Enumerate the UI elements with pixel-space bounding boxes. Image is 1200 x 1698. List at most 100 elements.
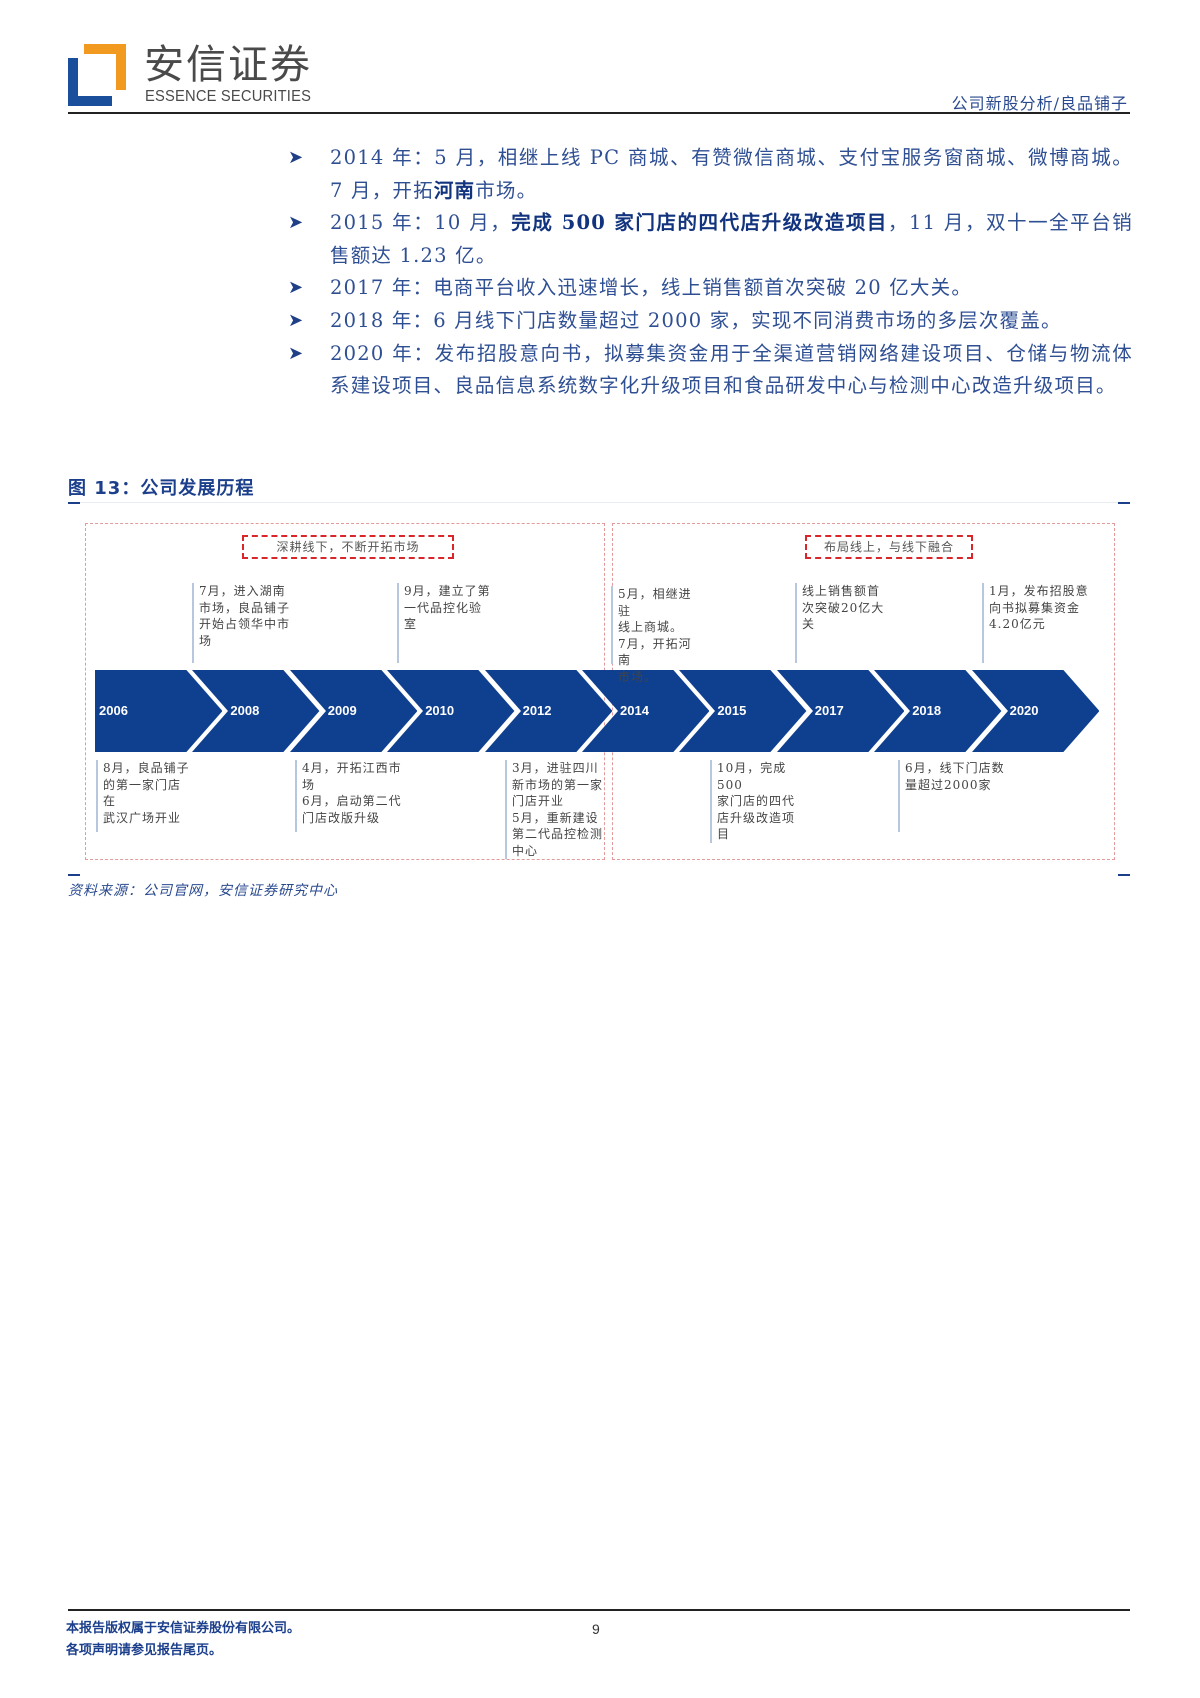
year-label: 2010 — [425, 703, 455, 718]
note-line: 门店开业 — [512, 794, 565, 808]
chevron-arrow-icon — [679, 670, 807, 752]
note-line: 市场。 — [618, 669, 658, 684]
note-line: 5月，相继进驻 — [618, 587, 692, 618]
page-number: 9 — [592, 1621, 600, 1637]
note-line: 6月，线下门店数 — [905, 761, 1005, 775]
footer-notice: 各项声明请参见报告尾页。 — [66, 1643, 223, 1658]
note-line: 线上商城。 — [618, 620, 684, 634]
bullet-text: 2017 年：电商平台收入迅速增长，线上销售额首次突破 20 亿大关。 — [330, 276, 973, 300]
arrowhead-bullet-icon: ➤ — [288, 309, 305, 331]
milestone-bullet-list: ➤ 2014 年：5 月，相继上线 PC 商城、有赞微信商城、支付宝服务窗商城、微… — [288, 142, 1133, 403]
note-line: 量超过2000家 — [905, 777, 992, 792]
timeline-year-2014: 2014 — [582, 670, 710, 752]
bullet-text: 2018 年：6 月线下门店数量超过 2000 家，实现不同消费市场的多层次覆盖… — [330, 308, 1062, 332]
chevron-arrow-icon — [484, 670, 612, 752]
figure-source: 资料来源：公司官网，安信证券研究中心 — [68, 883, 338, 899]
note-line: 的第一家门店在 — [103, 777, 182, 809]
note-line: 5月，重新建设 — [512, 810, 599, 825]
note-line: 中心 — [512, 843, 539, 858]
bullet-item: ➤ 2018 年：6 月线下门店数量超过 2000 家，实现不同消费市场的多层次覆… — [288, 305, 1133, 338]
timeline-year-2010: 2010 — [387, 670, 515, 752]
bullet-item: ➤ 2020 年：发布招股意向书，拟募集资金用于全渠道营销网络建设项目、仓储与物流… — [288, 338, 1133, 403]
bullet-emphasis: 完成 500 家门店的四代店升级改造项目 — [511, 211, 888, 235]
year-label: 2018 — [912, 703, 942, 718]
timeline-year-2009: 2009 — [289, 670, 418, 752]
bullet-emphasis: 河南 — [433, 178, 476, 202]
header-divider — [68, 112, 1130, 114]
year-label: 2012 — [522, 703, 552, 718]
timeline-year-2020: 2020 — [971, 670, 1099, 752]
chevron-arrow-icon — [192, 670, 320, 752]
bullet-item: ➤2015 年：10 月，完成 500 家门店的四代店升级改造项目，11 月，双… — [288, 207, 1133, 272]
timeline-year-2015: 2015 — [679, 670, 807, 752]
note-line: 4月，开拓江西市 — [302, 761, 402, 775]
figure-caption: 图 13：公司发展历程 — [68, 478, 255, 499]
note-2020: 1月，发布招股意向书拟募集资金 4.20亿元 — [982, 583, 1092, 663]
timeline-year-2017: 2017 — [776, 670, 905, 752]
note-line: 场 — [199, 633, 213, 648]
note-line: 场 — [302, 777, 316, 792]
phase-label-online: 布局线上，与线下融合 — [805, 535, 973, 559]
note-line: 线上销售额首 — [802, 584, 881, 598]
note-line: 门店改版升级 — [302, 810, 381, 825]
footer-divider — [68, 1609, 1130, 1611]
chevron-arrow-icon — [95, 670, 223, 752]
note-line: 9月，建立了第 — [404, 584, 491, 598]
footer-copyright: 本报告版权属于安信证券股份有限公司。 — [66, 1621, 301, 1636]
arrowhead-bullet-icon: ➤ — [288, 277, 305, 299]
note-line: 家门店的四代 — [717, 794, 796, 808]
chevron-arrow-icon — [776, 670, 905, 752]
source-tick-left — [68, 874, 80, 876]
caption-tick-left — [68, 502, 80, 504]
note-line: 市场，良品铺子 — [199, 600, 291, 615]
note-line: 次突破20亿大 — [802, 600, 885, 615]
chevron-arrow-icon — [289, 670, 418, 752]
caption-tick-right — [1118, 502, 1130, 504]
bullet-text: 2020 年：发布招股意向书，拟募集资金用于全渠道营销网络建设项目、仓储与物流体… — [330, 341, 1133, 398]
bullet-item: ➤ 2014 年：5 月，相继上线 PC 商城、有赞微信商城、支付宝服务窗商城、微… — [288, 142, 1133, 207]
timeline-year-2006: 2006 — [95, 670, 223, 752]
note-line: 开始占领华中市 — [199, 617, 291, 631]
note-2018: 6月，线下门店数量超过2000家 — [898, 760, 1008, 832]
note-line: 7月，开拓河南 — [618, 636, 692, 668]
source-tick-right — [1118, 874, 1130, 876]
note-line: 8月，良品铺子 — [103, 761, 190, 775]
arrowhead-bullet-icon: ➤ — [288, 342, 305, 364]
bullet-text: 2015 年：10 月， — [330, 211, 512, 235]
note-line: 第二代品控检测 — [512, 827, 604, 841]
year-label: 2006 — [99, 703, 128, 718]
note-line: 新市场的第一家 — [512, 777, 604, 792]
report-title: 公司新股分析/良品铺子 — [951, 94, 1128, 113]
note-line: 向书拟募集资金 — [989, 600, 1081, 615]
logo-chinese-name: 安信证券 — [144, 42, 312, 88]
arrowhead-bullet-icon: ➤ — [288, 147, 305, 168]
year-label: 2015 — [717, 703, 747, 718]
logo-icon — [68, 44, 126, 106]
year-label: 2009 — [327, 703, 357, 718]
timeline-year-2008: 2008 — [192, 670, 320, 752]
chevron-arrow-icon — [582, 670, 710, 752]
note-2009: 4月，开拓江西市场 6月，启动第二代门店改版升级 — [295, 760, 405, 832]
note-line: 4.20亿元 — [989, 617, 1046, 631]
arrowhead-bullet-icon: ➤ — [288, 212, 305, 234]
year-label: 2017 — [814, 703, 844, 718]
note-line: 店升级改造项 — [717, 810, 796, 825]
note-2008: 7月，进入湖南市场，良品铺子开始占领华中市场 — [192, 583, 294, 663]
note-line: 1月，发布招股意 — [989, 584, 1089, 598]
logo-english-name: ESSENCE SECURITIES — [145, 88, 312, 105]
note-line: 7月，进入湖南 — [199, 584, 286, 598]
year-label: 2014 — [620, 703, 649, 718]
chevron-arrow-icon — [387, 670, 515, 752]
year-label: 2020 — [1009, 703, 1039, 718]
note-line: 10月，完成500 — [717, 761, 787, 792]
footer-disclaimer: 本报告版权属于安信证券股份有限公司。 各项声明请参见报告尾页。 — [66, 1618, 300, 1662]
chevron-arrow-icon — [874, 670, 1002, 752]
note-line: 一代品控化验室 — [404, 600, 483, 632]
bullet-text: 2014 年：5 月，相继上线 PC 商城、有赞微信商城、支付宝服务窗商城、微博… — [330, 146, 1133, 202]
note-2010: 9月，建立了第一代品控化验室 — [397, 583, 493, 663]
caption-rule — [68, 502, 1130, 503]
note-line: 关 — [802, 617, 816, 631]
note-line: 6月，启动第二代 — [302, 794, 402, 808]
